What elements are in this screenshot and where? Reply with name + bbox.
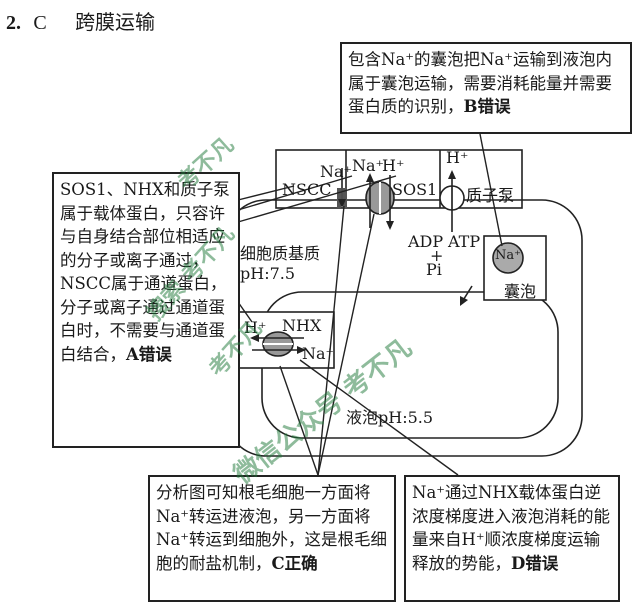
topic-title: 跨膜运输 <box>75 10 156 34</box>
nscc-na-label: Na⁺ <box>320 162 352 181</box>
nhx-label: NHX <box>282 316 322 335</box>
note-a-text: SOS1、NHX和质子泵属于载体蛋白，只容许与自身结合部位相适应的分子或离子通过… <box>60 180 230 364</box>
vesicle-label: 囊泡 <box>504 282 537 301</box>
vesicle-na-label: Na⁺ <box>495 248 521 263</box>
note-d-text: Na⁺通过NHX载体蛋白逆浓度梯度进入液泡消耗的能量来自H⁺顺浓度梯度运输释放的… <box>412 483 610 573</box>
proton-pump <box>439 170 465 232</box>
cytoplasm-ph-label: pH:7.5 <box>240 264 296 283</box>
note-b-text: 包含Na⁺的囊泡把Na⁺运输到液泡内属于囊泡运输，需要消耗能量并需要蛋白质的识别… <box>348 50 612 116</box>
cytoplasm-label: 细胞质基质 <box>240 244 321 263</box>
nscc-channel <box>337 168 347 208</box>
adp-label: ADP <box>408 232 444 251</box>
proton-pump-label: 质子泵 <box>466 186 515 205</box>
nhx-carrier <box>250 331 306 357</box>
pump-h-label: H⁺ <box>446 148 469 167</box>
sos1-label: SOS1 <box>392 180 438 199</box>
sos1-h-label: H⁺ <box>382 156 405 175</box>
note-option-d: Na⁺通过NHX载体蛋白逆浓度梯度进入液泡消耗的能量来自H⁺顺浓度梯度运输释放的… <box>404 475 620 602</box>
note-c-text: 分析图可知根毛细胞一方面将Na⁺转运进液泡，另一方面将Na⁺转运到细胞外，这是根… <box>156 483 387 573</box>
nhx-na-label: Na⁺ <box>302 344 334 363</box>
note-option-c: 分析图可知根毛细胞一方面将Na⁺转运进液泡，另一方面将Na⁺转运到细胞外，这是根… <box>148 475 396 602</box>
nscc-label: NSCC <box>282 180 332 199</box>
nhx-h-label: H⁺ <box>244 318 267 337</box>
note-option-b: 包含Na⁺的囊泡把Na⁺运输到液泡内属于囊泡运输，需要消耗能量并需要蛋白质的识别… <box>340 42 632 134</box>
sos1-na-label: Na⁺ <box>352 156 384 175</box>
note-d-verdict: D错误 <box>511 553 559 573</box>
question-header: 2. C 跨膜运输 <box>6 6 155 35</box>
note-option-a: SOS1、NHX和质子泵属于载体蛋白，只容许与自身结合部位相适应的分子或离子通过… <box>52 172 240 448</box>
answer-letter: C <box>33 12 47 34</box>
note-c-verdict: C正确 <box>271 553 318 573</box>
plus-label: + <box>430 246 444 265</box>
note-b-verdict: B错误 <box>463 97 511 116</box>
sos1-carrier <box>365 173 395 230</box>
pi-label: Pi <box>426 260 442 279</box>
question-number: 2. <box>6 12 21 34</box>
atp-label: ATP <box>448 232 481 251</box>
vesicle-circle <box>492 242 524 274</box>
protein-panel <box>275 149 523 209</box>
vacuole-label: 液泡pH:5.5 <box>346 408 434 427</box>
note-a-verdict: A错误 <box>126 344 172 364</box>
